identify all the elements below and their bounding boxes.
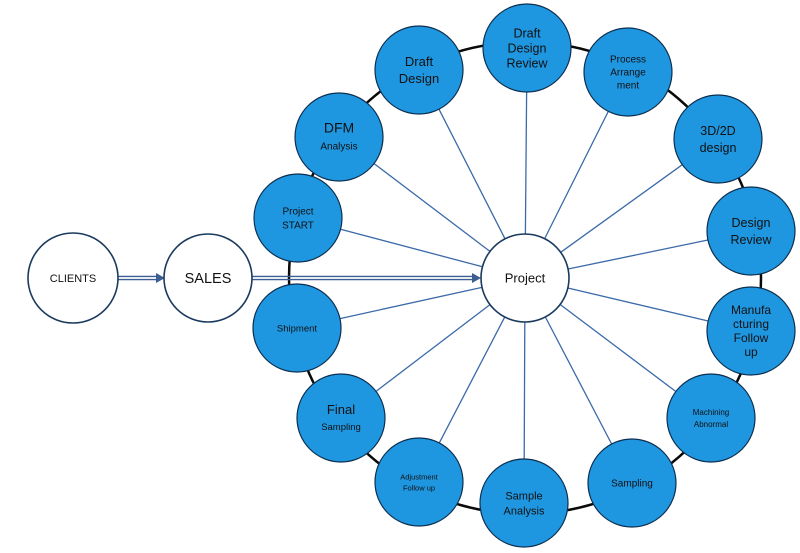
stage-node-dfm-analysis: DFM Analysis (294, 92, 384, 182)
stage-process-arrangement-label-line: ment (617, 81, 639, 92)
stage-manufacturing-follow-up-label-line: up (744, 345, 758, 359)
stage-circle-3d-2d-design (673, 94, 763, 184)
clients-node: CLIENTS (27, 232, 119, 324)
stage-manufacturing-follow-up-label-line: Manufa (731, 303, 771, 317)
stage-draft-design-label-line: Design (399, 71, 439, 86)
clients-to-sales-arrow (118, 273, 165, 283)
stage-process-arrangement-label-line: Process (610, 55, 646, 66)
stage-draft-design-review-label-line: Review (507, 56, 549, 70)
spoke-sample-analysis (523, 321, 526, 460)
stage-circle-sample-analysis (479, 458, 569, 548)
stage-draft-design-review-label-line: Design (508, 41, 547, 55)
stage-node-sampling: Sampling (587, 438, 677, 528)
stage-adjustment-follow-up-label-line: Adjustment (400, 472, 438, 481)
stage-circle-shipment (252, 283, 342, 373)
project-node: Project (480, 233, 570, 323)
clients-node-circle (27, 232, 119, 324)
stage-adjustment-follow-up-label-line: Follow up (403, 483, 435, 492)
spoke-design-review (567, 239, 709, 270)
spoke-sampling (544, 316, 613, 445)
stage-3d-2d-design-label-line: 3D/2D (700, 124, 735, 138)
stage-circle-machining-abnormal (666, 373, 756, 463)
sales-to-project-arrow (252, 273, 481, 283)
stage-machining-abnormal-label-line: Machining (693, 408, 729, 417)
stage-draft-design-review-label-line: Draft (513, 26, 541, 40)
stage-circle-process-arrangement (583, 27, 673, 117)
stage-final-sampling-label-line: Final (327, 402, 355, 417)
stage-circle-final-sampling (296, 373, 386, 463)
stage-sample-analysis-label-line: Analysis (504, 505, 545, 517)
stage-project-start-label-line: Project (282, 207, 313, 218)
stage-node-shipment: Shipment (252, 283, 342, 373)
stage-design-review-label-line: Review (731, 233, 773, 247)
arrows (118, 273, 481, 283)
stage-circle-project-start (253, 173, 343, 263)
spoke-shipment (339, 286, 483, 320)
stage-final-sampling-label-line: Sampling (321, 422, 361, 433)
sales-node: SALES (163, 233, 253, 323)
stage-circle-draft-design-review (482, 3, 572, 93)
stage-circle-manufacturing-follow-up (706, 286, 796, 376)
project-node-label-line: Project (505, 270, 546, 285)
stage-sample-analysis-label-line: Sample (505, 490, 542, 502)
spoke-3d-2d-design (560, 164, 683, 253)
stage-dfm-analysis-label-line: Analysis (320, 142, 357, 153)
spoke-dfm-analysis (373, 163, 491, 252)
stage-circle-adjustment-follow-up (374, 437, 464, 527)
stage-node-3d-2d-design: 3D/2D design (673, 94, 763, 184)
project-node-circle (480, 233, 570, 323)
clients-node-label-line: CLIENTS (50, 273, 96, 285)
spoke-adjustment-follow-up (438, 316, 506, 444)
stage-process-arrangement-label-line: Arrange (610, 68, 646, 79)
stage-dfm-analysis-label-line: DFM (324, 120, 354, 136)
stage-design-review-label-line: Design (732, 216, 771, 230)
sales-node-circle (163, 233, 253, 323)
stage-manufacturing-follow-up-label-line: cturing (733, 317, 769, 331)
stage-circle-draft-design (374, 25, 464, 115)
spoke-manufacturing-follow-up (567, 287, 709, 322)
stage-machining-abnormal-label-line: Abnormal (694, 420, 728, 429)
stage-3d-2d-design-label-line: design (700, 141, 737, 155)
stage-shipment-label-line: Shipment (277, 324, 317, 335)
spoke-machining-abnormal (559, 303, 677, 393)
spoke-draft-design (438, 108, 506, 240)
stage-circle-sampling (587, 438, 677, 528)
stage-circle-dfm-analysis (294, 92, 384, 182)
stage-draft-design-label-line: Draft (405, 54, 434, 69)
spoke-draft-design-review (524, 91, 528, 235)
sales-node-label-line: SALES (185, 271, 232, 287)
stage-manufacturing-follow-up-label-line: Follow (734, 331, 769, 345)
stage-sampling-label-line: Sampling (611, 479, 653, 490)
spoke-final-sampling (375, 304, 491, 392)
spokes (339, 91, 709, 460)
stage-project-start-label-line: START (282, 221, 314, 232)
spoke-process-arrangement (544, 111, 609, 239)
spoke-project-start (340, 228, 483, 268)
stage-circle-design-review (706, 186, 796, 276)
